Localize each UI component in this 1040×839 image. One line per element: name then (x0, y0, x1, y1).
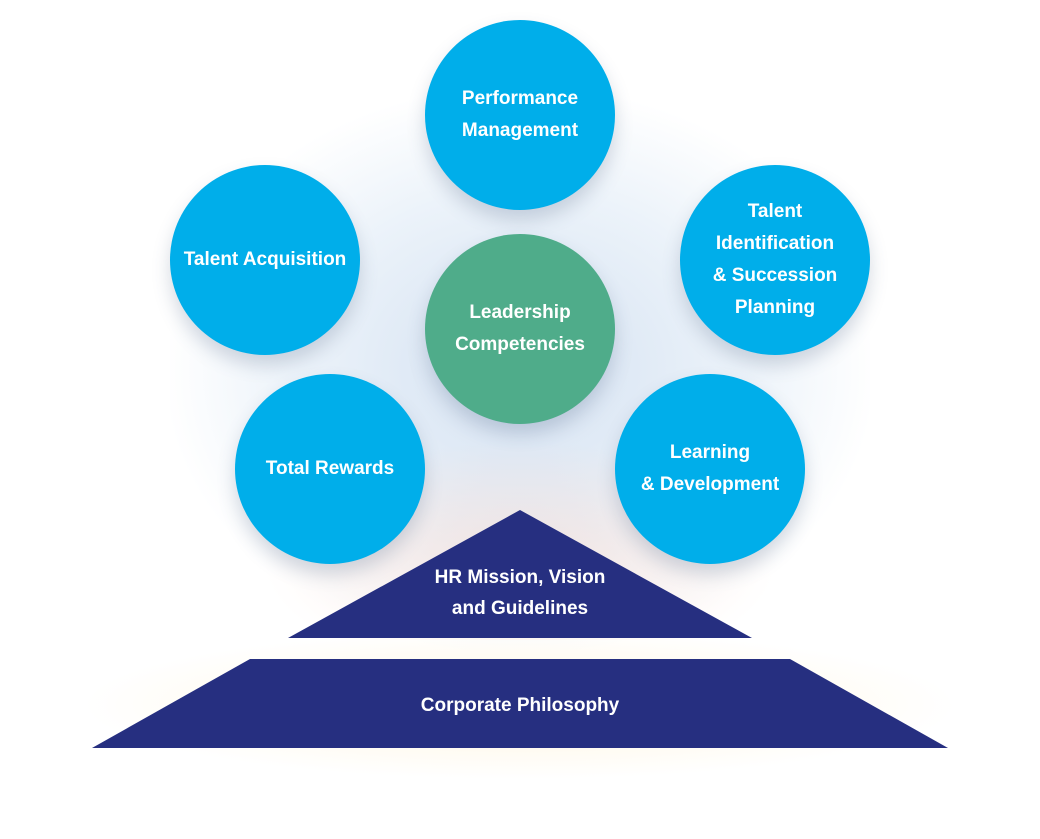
leadership-competencies-label: Leadership Competencies (455, 302, 585, 355)
corporate-philosophy-trapezoid (92, 659, 948, 748)
learning-development-circle: Learning & Development (615, 374, 805, 564)
talent-acquisition-label: Talent Acquisition (183, 249, 347, 270)
total-rewards-circle: Total Rewards (235, 374, 425, 564)
performance-management-label: Performance Management (461, 88, 579, 141)
leadership-competencies-circle: Leadership Competencies (425, 234, 615, 424)
corporate-philosophy-label: Corporate Philosophy (420, 695, 620, 716)
total-rewards-label: Total Rewards (265, 458, 395, 479)
talent-acquisition-circle: Talent Acquisition (170, 165, 360, 355)
talent-identification-circle: Talent Identification & Succession Plann… (680, 165, 870, 355)
learning-development-label: Learning & Development (640, 442, 780, 495)
performance-management-circle: Performance Management (425, 20, 615, 210)
hr-mission-label: HR Mission, Vision and Guidelines (434, 567, 606, 619)
talent-identification-label: Talent Identification & Succession Plann… (712, 201, 838, 318)
hr-mission-triangle (288, 510, 752, 638)
